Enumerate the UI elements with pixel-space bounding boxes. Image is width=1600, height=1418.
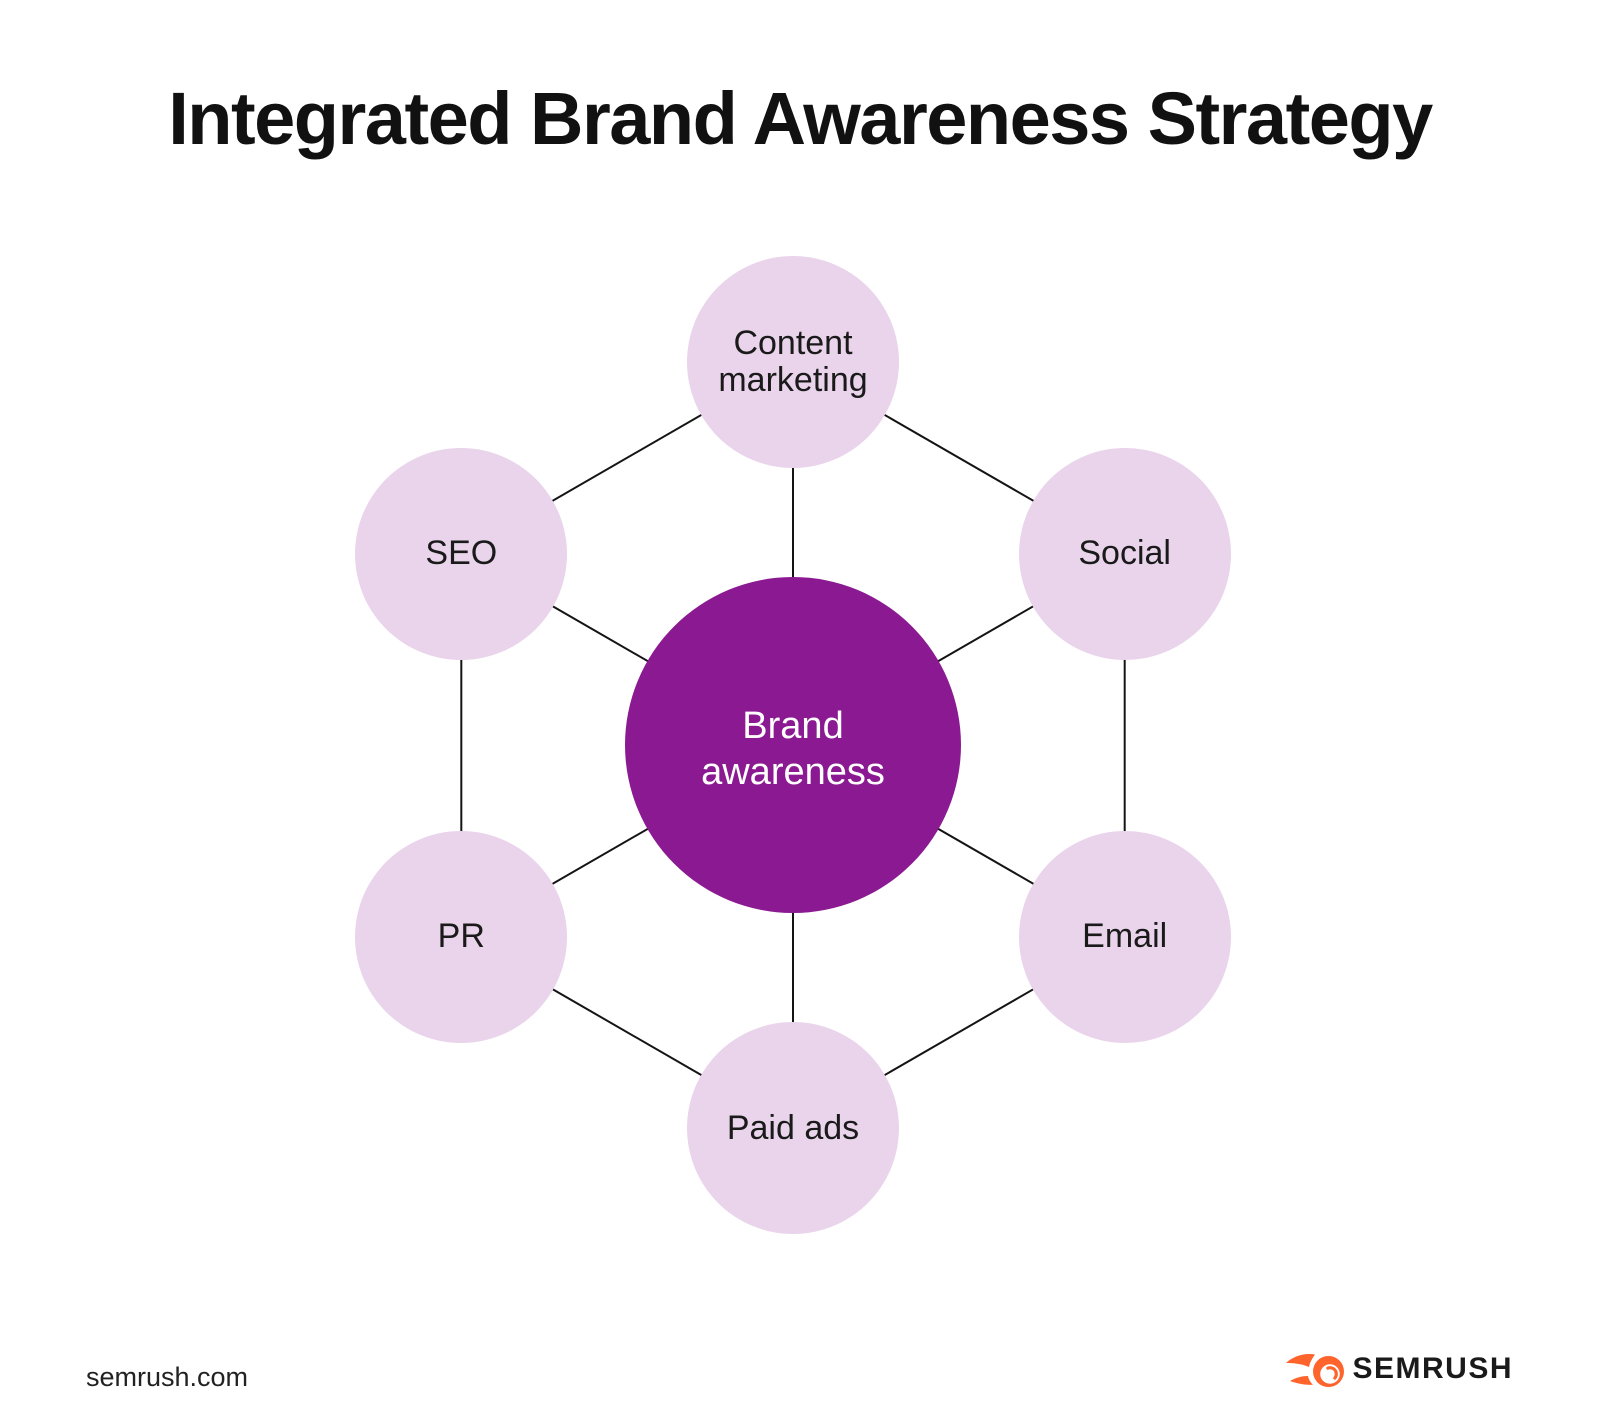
node-paid-ads: Paid ads [687, 1022, 899, 1234]
node-label: Paid ads [726, 1108, 860, 1147]
semrush-logo-icon [1286, 1353, 1345, 1387]
source-url: semrush.com [86, 1362, 249, 1392]
semrush-logo: SEMRUSH [1285, 1350, 1513, 1388]
node-seo: SEO [355, 447, 568, 660]
hub-brand-awareness: Brand awareness [625, 577, 961, 913]
node-label: SEO [425, 534, 498, 573]
node-social: Social [1018, 447, 1231, 660]
node-pr: PR [355, 830, 568, 1043]
semrush-logo-text: SEMRUSH [1352, 1352, 1513, 1385]
node-label: PR [437, 917, 485, 956]
node-email: Email [1018, 830, 1231, 1043]
page-title: Integrated Brand Awareness Strategy [168, 77, 1433, 160]
node-label: Social [1078, 534, 1171, 573]
node-content-marketing: Content marketing [687, 256, 899, 468]
hub-label: Brand awareness [701, 704, 885, 793]
node-label: Content marketing [718, 324, 868, 399]
node-label: Email [1082, 917, 1168, 956]
